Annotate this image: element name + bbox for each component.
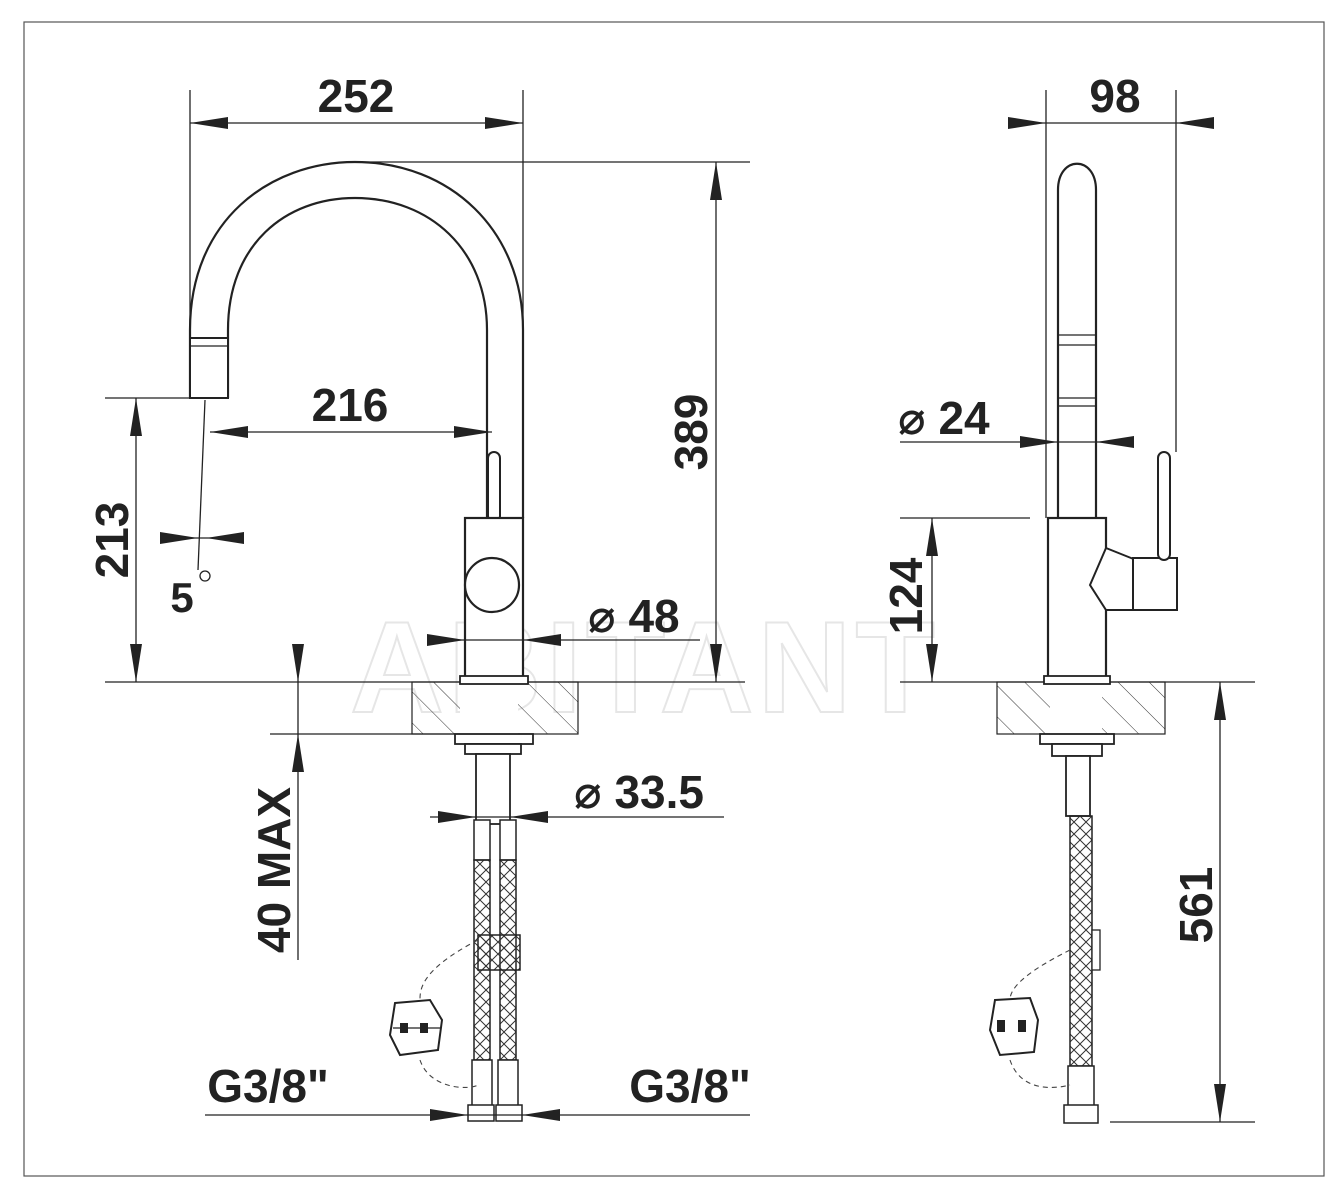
spout <box>188 160 525 518</box>
dim-label-5: 5 <box>170 574 193 621</box>
side-view: 98 ⌀ 24 124 561 <box>880 70 1255 1124</box>
dim-label-252: 252 <box>318 70 395 122</box>
supply-hoses <box>467 819 523 1122</box>
supply-hoses-side <box>1063 815 1101 1124</box>
dim-body-diameter: ⌀ 48 <box>427 590 700 646</box>
hose-weight <box>388 939 479 1089</box>
dim-label-389: 389 <box>665 394 717 471</box>
dim-label-g38-right: G3/8" <box>629 1060 751 1112</box>
dim-outlet-height: 213 <box>86 397 190 682</box>
drawing-frame <box>23 21 1325 1177</box>
dim-label-213: 213 <box>86 502 138 579</box>
dim-outlet-offset: 5 <box>160 532 244 621</box>
dim-label-98: 98 <box>1089 70 1140 122</box>
spout-side <box>1056 162 1098 518</box>
front-view: 252 216 389 213 <box>86 70 751 1122</box>
dim-hole-diameter: ⌀ 33.5 <box>430 766 724 823</box>
dim-label-124: 124 <box>880 557 932 634</box>
dim-spout-reach: 216 <box>210 379 492 438</box>
dim-label-33-5: ⌀ 33.5 <box>574 766 704 818</box>
dim-lever-height: 124 <box>880 517 1030 682</box>
dim-label-48: ⌀ 48 <box>588 590 680 642</box>
dim-label-g38-left: G3/8" <box>207 1060 329 1112</box>
dim-hose-length: 561 <box>1110 682 1255 1123</box>
dim-label-561: 561 <box>1170 867 1222 944</box>
dim-label-24: ⌀ 24 <box>898 392 990 444</box>
lever-handle <box>487 451 501 523</box>
dim-connections: G3/8" G3/8" <box>205 1060 751 1121</box>
mixer-body <box>459 516 529 685</box>
dim-deck-thickness: 40 MAX <box>248 644 455 960</box>
dim-label-216: 216 <box>312 379 389 431</box>
dim-overall-depth: 98 <box>1008 70 1214 518</box>
dim-spout-diameter: ⌀ 24 <box>898 392 1134 448</box>
dim-total-height: 389 <box>360 161 750 682</box>
mixer-body-side <box>1043 451 1178 685</box>
dim-overall-width: 252 <box>189 70 524 330</box>
hose-weight-side <box>988 949 1071 1089</box>
dim-label-40-max: 40 MAX <box>248 787 300 953</box>
